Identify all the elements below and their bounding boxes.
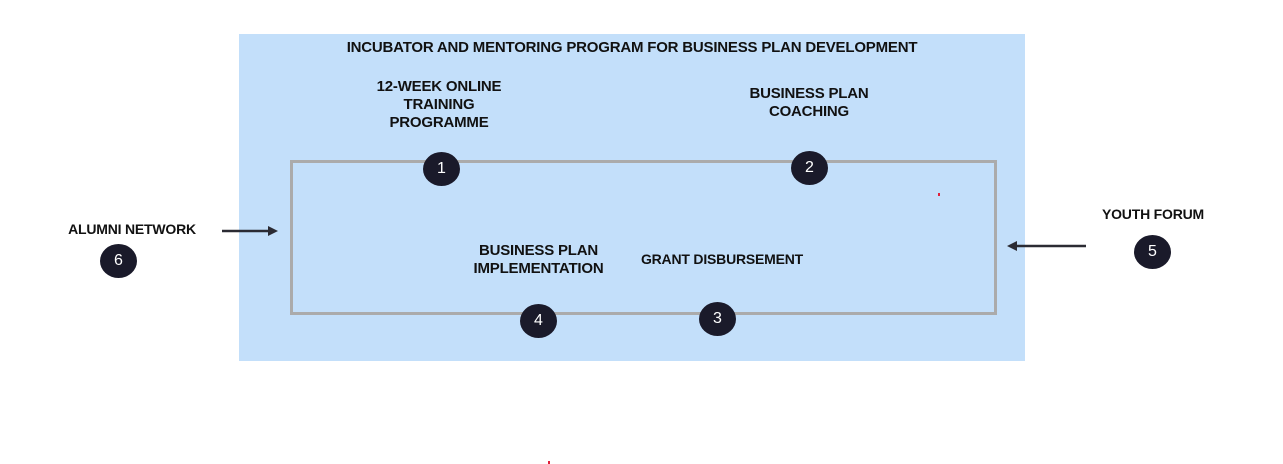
step-4-label: BUSINESS PLAN IMPLEMENTATION bbox=[473, 242, 604, 277]
step-3-label: GRANT DISBURSEMENT bbox=[640, 251, 804, 267]
red-speck bbox=[938, 193, 940, 196]
step-5-badge: 5 bbox=[1134, 235, 1171, 269]
step-2-label: BUSINESS PLAN COACHING bbox=[749, 85, 869, 120]
step-3-badge: 3 bbox=[699, 302, 736, 336]
alumni-arrow-icon bbox=[222, 226, 278, 236]
step-1-badge: 1 bbox=[423, 152, 460, 186]
step-6-badge: 6 bbox=[100, 244, 137, 278]
step-4-badge: 4 bbox=[520, 304, 557, 338]
red-speck bbox=[548, 461, 550, 464]
step-5-label: YOUTH FORUM bbox=[1101, 206, 1204, 222]
step-1-label: 12-WEEK ONLINE TRAINING PROGRAMME bbox=[376, 78, 502, 131]
step-2-badge: 2 bbox=[791, 151, 828, 185]
step-6-label: ALUMNI NETWORK bbox=[68, 221, 196, 237]
process-cycle-box bbox=[290, 160, 997, 315]
program-panel bbox=[239, 34, 1025, 361]
youth-forum-arrow-icon bbox=[1007, 241, 1086, 251]
program-title: INCUBATOR AND MENTORING PROGRAM FOR BUSI… bbox=[346, 39, 918, 56]
